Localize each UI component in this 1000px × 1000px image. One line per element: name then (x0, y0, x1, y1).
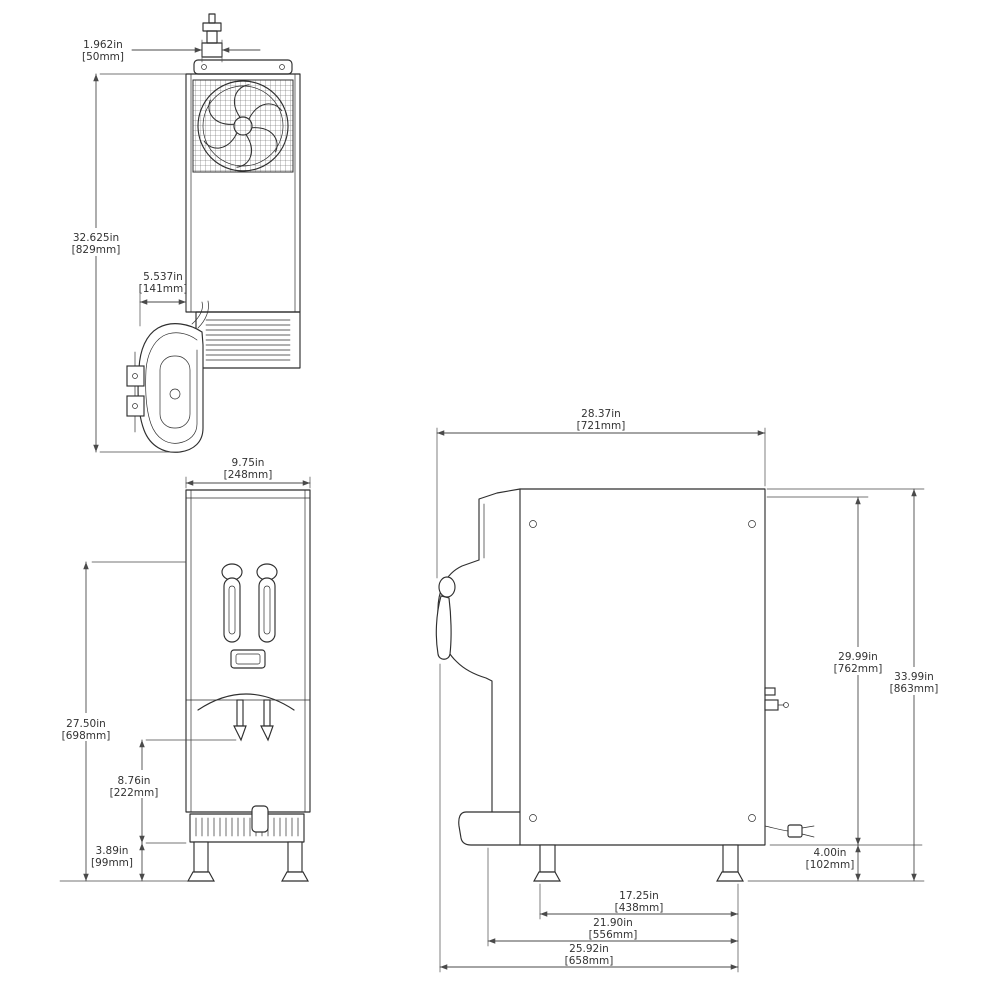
dim-front-height: 27.50in [698mm] (58, 561, 189, 882)
dim-leg-spacing-mm: [438mm] (615, 902, 664, 914)
tap-handle (435, 576, 456, 660)
dim-front-width-in: 9.75in (232, 457, 265, 469)
splash-guard-arc (197, 693, 295, 711)
power-cord-plug (764, 824, 815, 838)
side-view: 28.37in [721mm] 29.99in [762mm] 33.99in … (435, 408, 941, 973)
dim-overall-length-in: 32.625in (73, 232, 119, 244)
dim-overall-depth-mm: [658mm] (565, 955, 614, 967)
rear-fitting (764, 687, 789, 711)
dim-front-height-in: 27.50in (66, 718, 106, 730)
dim-cabinet-height-in: 29.99in (838, 651, 878, 663)
dim-overall-depth: 25.92in [658mm] (439, 663, 739, 973)
dim-spout-clearance: 8.76in [222mm] (106, 739, 237, 844)
dim-leg-height-mm: [102mm] (806, 859, 855, 871)
center-plate (230, 649, 266, 669)
dim-overall-depth-in: 25.92in (569, 943, 609, 955)
spouts (233, 699, 274, 742)
drain-cup (251, 805, 269, 833)
dim-spout-clearance-in: 8.76in (118, 775, 151, 787)
faucet-right (256, 563, 278, 643)
dim-valve-width-in: 1.962in (83, 39, 123, 51)
dim-overall-length: 32.625in [829mm] (68, 73, 187, 453)
top-cap (193, 59, 293, 75)
top-view: 1.962in [50mm] 32.625in [829mm] 5.537in … (68, 13, 301, 453)
front-view: 9.75in [248mm] 27.50in [698mm] 8.76in [2… (58, 457, 311, 882)
dim-leg-height: 4.00in [102mm] (806, 844, 861, 882)
dim-front-width-mm: [248mm] (224, 469, 273, 481)
hopper-front (478, 488, 521, 561)
inlet-valve (201, 13, 223, 58)
dim-base-height-in: 3.89in (96, 845, 129, 857)
dim-head-offset-in: 5.537in (143, 271, 183, 283)
dim-base-depth: 21.90in [556mm] (487, 847, 739, 947)
dim-head-offset-mm: [141mm] (139, 283, 188, 295)
mounting-bracket (126, 351, 145, 433)
louver-section (195, 311, 301, 369)
dim-cabinet-height: 29.99in [762mm] (766, 496, 923, 846)
dim-depth: 28.37in [721mm] (436, 408, 766, 579)
dim-cabinet-height-mm: [762mm] (834, 663, 883, 675)
dispense-head-top (137, 300, 209, 453)
panel-screws (529, 520, 756, 822)
front-body (185, 489, 311, 813)
dim-front-height-mm: [698mm] (62, 730, 111, 742)
dim-depth-in: 28.37in (581, 408, 621, 420)
dim-spout-clearance-mm: [222mm] (110, 787, 159, 799)
dim-overall-height-mm: [863mm] (890, 683, 939, 695)
fan-grille (192, 79, 294, 173)
dim-base-depth-mm: [556mm] (589, 929, 638, 941)
dim-overall-height: 33.99in [863mm] (747, 488, 941, 882)
base-plate (458, 811, 521, 846)
faucet-left (221, 563, 243, 643)
dim-base-depth-in: 21.90in (593, 917, 633, 929)
dim-leg-spacing-in: 17.25in (619, 890, 659, 902)
front-legs (187, 841, 309, 882)
dim-overall-length-mm: [829mm] (72, 244, 121, 256)
dim-leg-spacing: 17.25in [438mm] (539, 883, 739, 973)
dim-valve-width: 1.962in [50mm] (82, 39, 261, 63)
dim-head-offset: 5.537in [141mm] (139, 271, 188, 327)
side-cabinet (519, 488, 766, 846)
dim-base-height: 3.89in [99mm] (91, 842, 145, 882)
dim-valve-width-mm: [50mm] (82, 51, 124, 63)
dim-overall-height-in: 33.99in (894, 671, 934, 683)
dim-depth-mm: [721mm] (577, 420, 626, 432)
side-legs (533, 844, 744, 882)
dim-leg-height-in: 4.00in (814, 847, 847, 859)
dim-base-height-mm: [99mm] (91, 857, 133, 869)
drip-tray (189, 805, 305, 843)
dim-front-width: 9.75in [248mm] (185, 457, 311, 489)
